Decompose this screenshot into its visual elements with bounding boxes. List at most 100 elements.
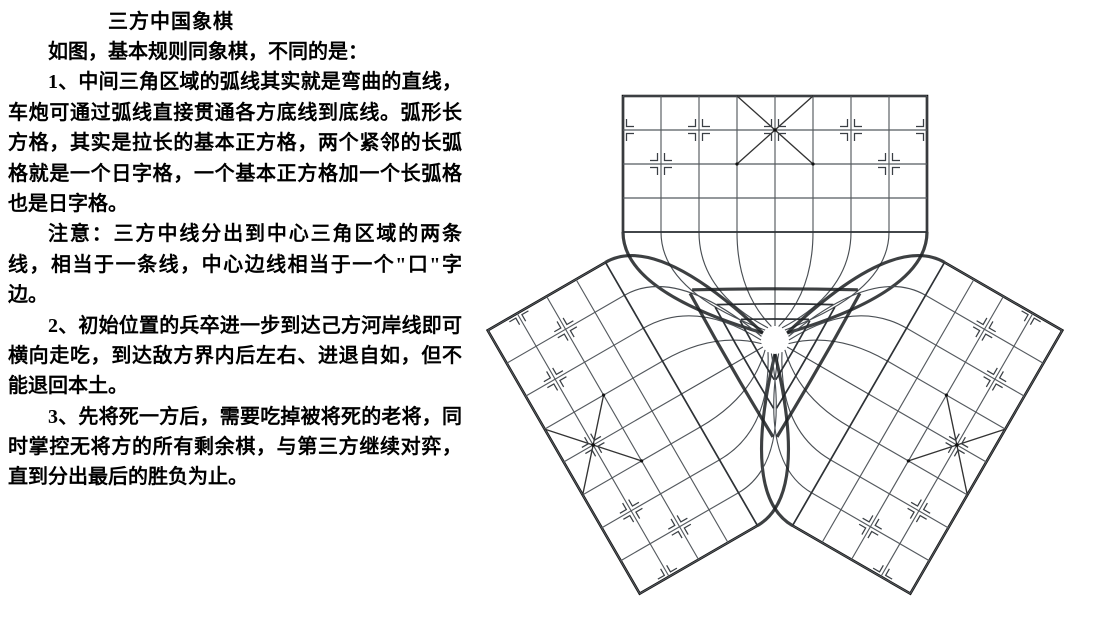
side-boundary-arc xyxy=(760,353,794,528)
marker-arm xyxy=(1029,317,1041,325)
marker-arm xyxy=(1021,310,1029,322)
position-marker xyxy=(543,367,567,391)
marker-arm xyxy=(916,119,925,128)
marker-arm xyxy=(625,132,634,141)
paragraph-intro: 如图，基本规则同象棋，不同的是： xyxy=(48,41,368,63)
marker-arm xyxy=(981,333,993,341)
marker-arm xyxy=(521,310,529,322)
inner-rank-arc-2 xyxy=(739,320,775,381)
marker-arm xyxy=(874,518,883,530)
position-marker xyxy=(878,153,900,175)
marker-arm xyxy=(663,153,672,162)
palace-corner-dot-a xyxy=(639,459,644,463)
marker-arm xyxy=(553,321,562,333)
marker-arm xyxy=(671,530,683,539)
marker-arm xyxy=(683,523,692,535)
marker-arm xyxy=(509,317,521,325)
palace-corner-dot-a xyxy=(735,162,739,166)
marker-arm xyxy=(884,568,893,580)
marker-arm xyxy=(688,132,697,141)
board-side-2 xyxy=(760,254,1065,596)
board-side-3 xyxy=(485,254,790,596)
file-line-4 xyxy=(868,393,987,463)
marker-arm xyxy=(701,132,710,141)
page-title: 三方中国象棋 xyxy=(108,11,234,33)
marker-arm xyxy=(972,326,981,338)
board-root xyxy=(485,94,1065,596)
inner-rank-arc-0 xyxy=(688,292,775,438)
inner-file-arc-7 xyxy=(624,285,762,337)
palace-corner-dot-a xyxy=(944,393,949,397)
marker-arm xyxy=(858,523,867,535)
side-boundary-arc xyxy=(786,231,929,335)
inner-file-arc-3 xyxy=(788,339,888,362)
position-marker xyxy=(972,317,997,341)
marker-arm xyxy=(853,132,862,141)
marker-arm xyxy=(988,321,997,333)
marker-arm xyxy=(878,153,887,162)
inner-rank-arc-0 xyxy=(692,287,858,292)
inner-file-arc-1 xyxy=(788,285,926,337)
marker-arm xyxy=(569,326,578,338)
file-line-4 xyxy=(563,393,682,463)
marker-arm xyxy=(663,166,672,175)
side-boundary-arc xyxy=(621,231,764,335)
position-marker xyxy=(553,317,578,341)
position-marker xyxy=(650,153,672,175)
side-boundary-arc xyxy=(604,254,764,335)
paragraph-rule-3: 3、先将死一方后，需要吃掉被将死的老将，同时掌控无将方的所有剩余棋，与第三方继续… xyxy=(8,405,462,489)
marker-arm xyxy=(953,448,965,457)
marker-arm xyxy=(891,166,900,175)
marker-arm xyxy=(688,119,697,128)
inner-file-arc-6 xyxy=(643,315,762,341)
position-marker xyxy=(688,119,710,141)
board-side-1 xyxy=(621,94,929,335)
marker-arm xyxy=(867,530,879,539)
file-line-8 xyxy=(792,525,911,595)
three-player-xiangqi-svg xyxy=(485,94,1065,596)
position-marker xyxy=(509,310,529,325)
marker-arm xyxy=(650,166,659,175)
file-line-6 xyxy=(830,459,949,529)
side-boundary-arc xyxy=(756,353,790,528)
river-line xyxy=(791,261,946,527)
file-line-8 xyxy=(487,261,606,331)
marker-arm xyxy=(590,433,602,442)
marker-arm xyxy=(840,132,849,141)
marker-arm xyxy=(862,515,874,523)
paragraph-rule-1: 1、中间三角区域的弧线其实就是弯曲的直线，车炮可通过弧线直接贯通各方底线到底线。… xyxy=(8,71,462,215)
palace-corner-dot-b xyxy=(906,459,911,463)
position-marker xyxy=(983,367,1007,391)
marker-arm xyxy=(557,333,569,341)
marker-arm xyxy=(915,514,927,523)
file-line-2 xyxy=(601,459,720,529)
marker-arm xyxy=(676,515,688,523)
marker-arm xyxy=(976,317,988,326)
marker-arm xyxy=(945,441,953,454)
inner-file-arc-1 xyxy=(738,353,777,494)
marker-arm xyxy=(552,367,564,376)
marker-arm xyxy=(667,518,676,530)
file-line-0 xyxy=(639,525,758,595)
position-marker xyxy=(872,565,893,580)
marker-arm xyxy=(986,367,998,376)
inner-file-arc-7 xyxy=(784,231,890,331)
palace-corner-dot-b xyxy=(601,393,606,397)
marker-arm xyxy=(916,132,925,141)
position-marker xyxy=(907,499,931,523)
marker-arm xyxy=(764,119,773,128)
position-marker xyxy=(764,119,786,141)
file-line-7 xyxy=(811,492,930,562)
marker-arm xyxy=(922,502,931,514)
position-marker xyxy=(858,515,883,539)
marker-arm xyxy=(960,436,969,449)
inner-file-arc-5 xyxy=(662,339,762,362)
marker-arm xyxy=(635,507,643,519)
position-marker xyxy=(840,119,862,141)
marker-arm xyxy=(543,371,552,383)
position-marker xyxy=(1021,310,1041,325)
paragraph-note: 注意：三方中线分出到中心三角区域的两条线，相当于一条线，中心边线相当于一个"口"… xyxy=(8,223,462,307)
marker-arm xyxy=(983,376,991,388)
palace-corner-dot-b xyxy=(811,162,815,166)
